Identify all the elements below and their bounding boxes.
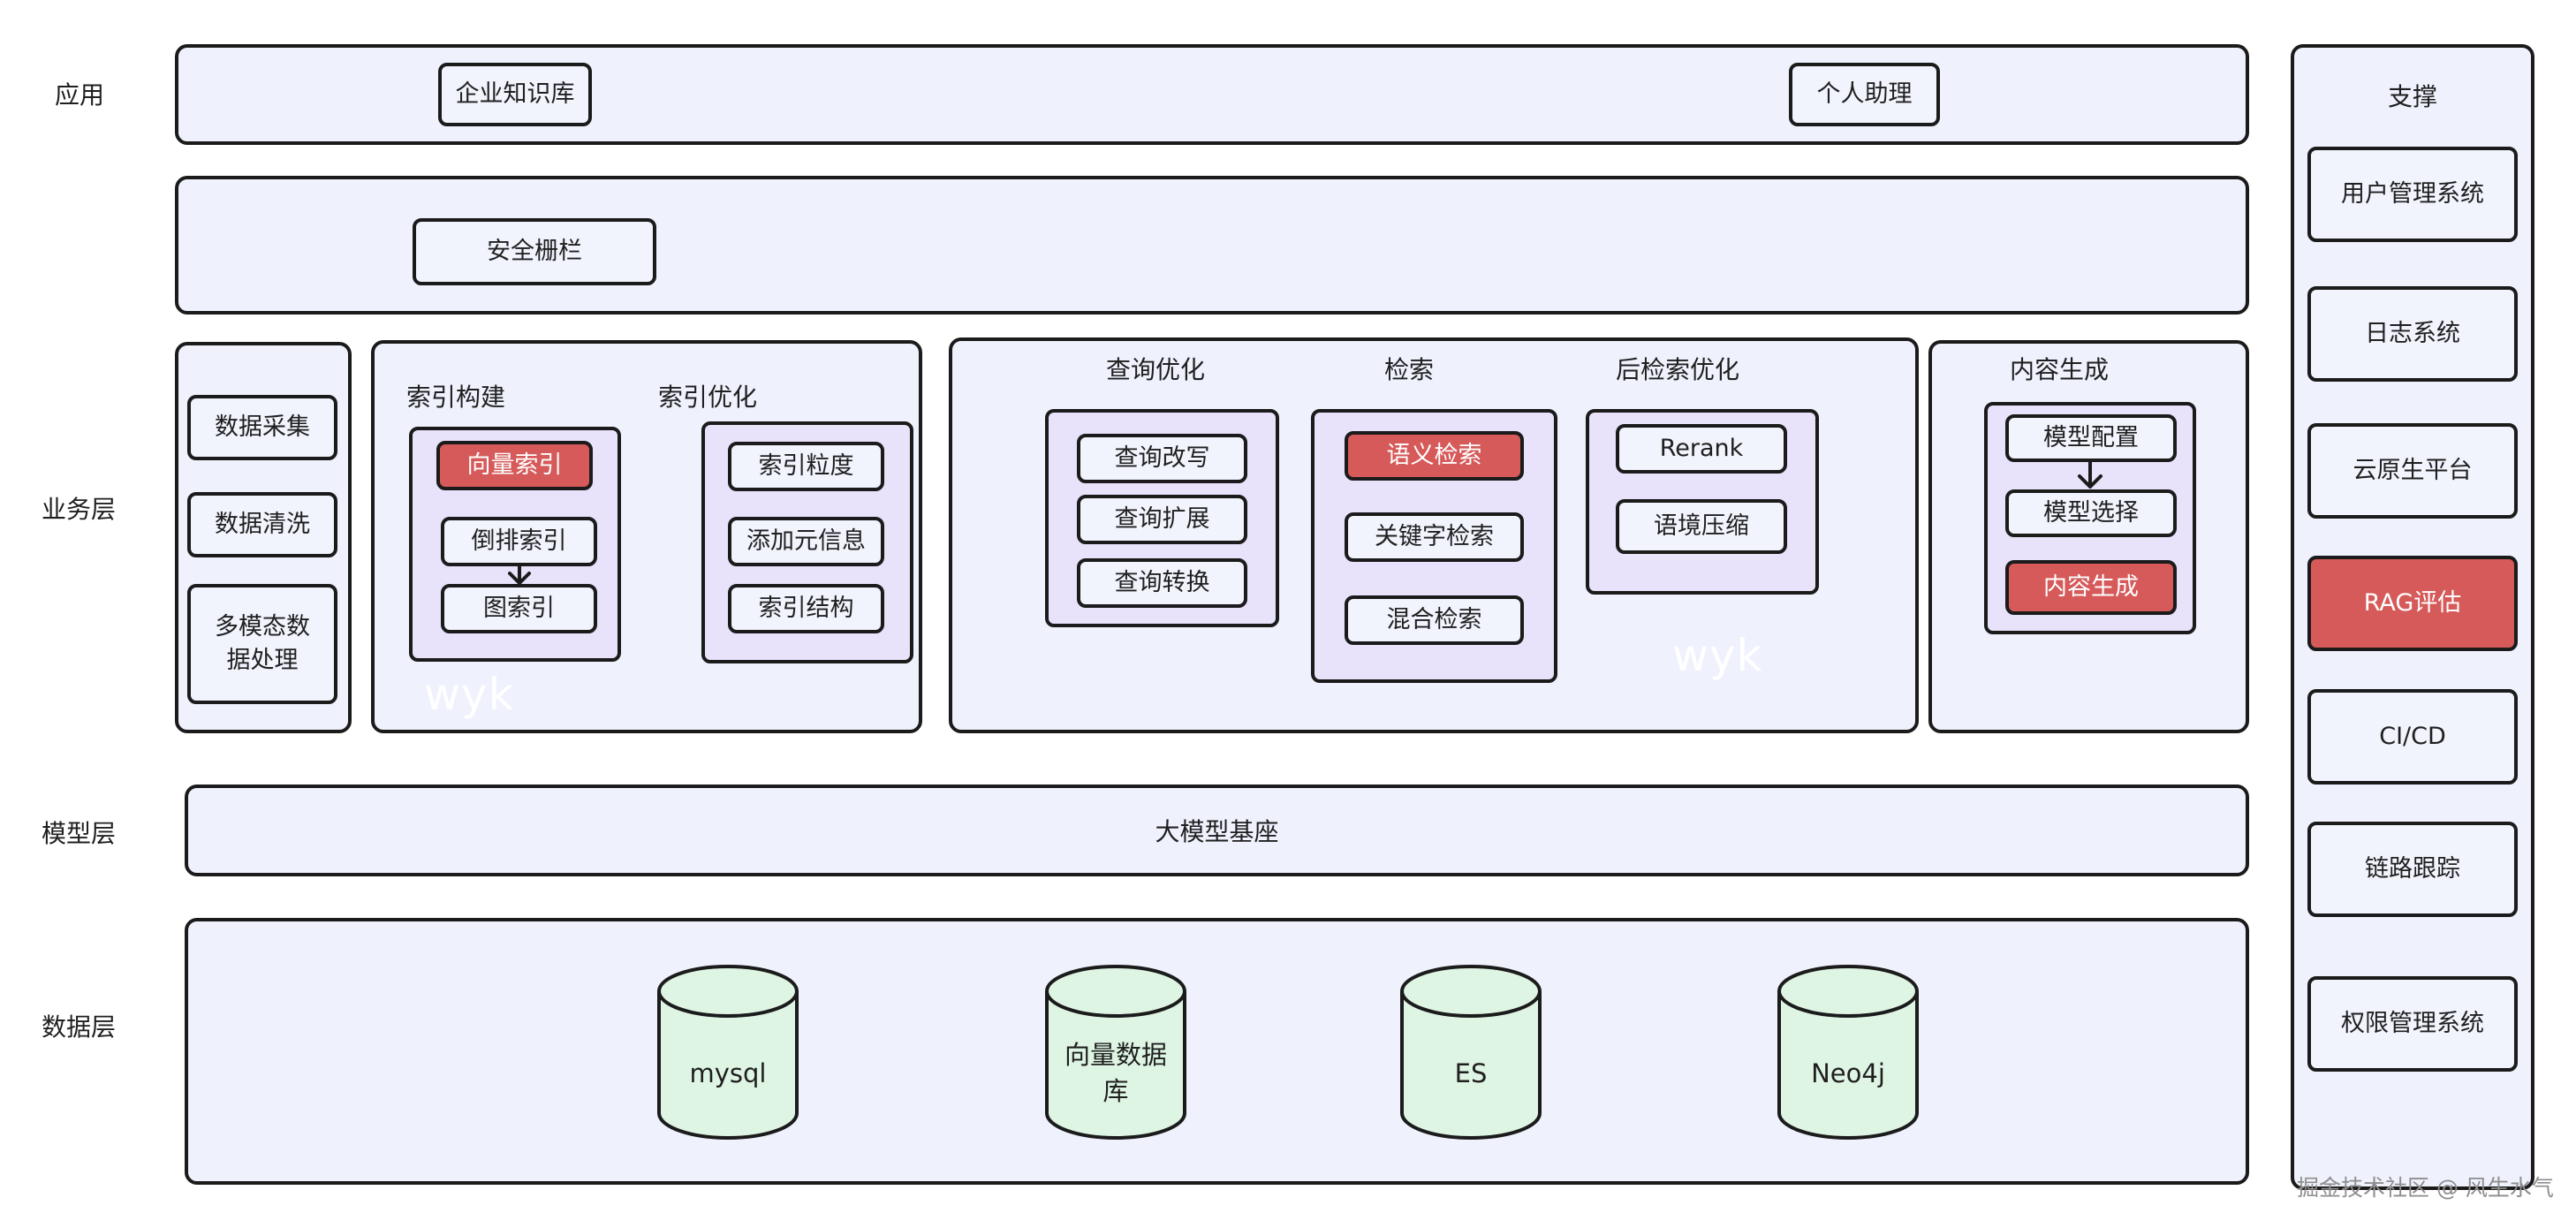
db-label-es: ES — [1454, 1057, 1488, 1088]
index-granularity-box: 索引粒度 — [728, 442, 884, 491]
row-label-model: 模型层 — [42, 819, 117, 848]
support-rag-eval: RAG评估 — [2307, 556, 2518, 651]
security-guardrail-box: 安全栅栏 — [413, 218, 656, 285]
query-transform-box: 查询转换 — [1077, 558, 1247, 608]
db-label-mysql: mysql — [689, 1057, 767, 1088]
model-select-box: 模型选择 — [2005, 489, 2177, 537]
support-title: 支撑 — [2388, 82, 2438, 111]
credit-watermark: 掘金技术社区 @ 风生水气 — [2297, 1175, 2554, 1201]
database-icon-vector-db — [1045, 965, 1186, 1140]
support-cicd: CI/CD — [2307, 689, 2518, 785]
db-label-vector-db: 向量数据库 — [1064, 1040, 1167, 1106]
query-rewrite-box: 查询改写 — [1077, 434, 1247, 483]
multimodal-processing-box: 多模态数据处理 — [187, 584, 337, 704]
context-compress-box: 语境压缩 — [1616, 499, 1787, 554]
vector-index-box: 向量索引 — [436, 441, 593, 490]
rerank-box: Rerank — [1616, 424, 1787, 474]
support-tracing: 链路跟踪 — [2307, 822, 2518, 917]
graph-index-box: 图索引 — [441, 584, 597, 633]
row-label-data: 数据层 — [42, 1012, 117, 1042]
index-watermark: wyk — [424, 669, 515, 720]
model-config-box: 模型配置 — [2005, 414, 2177, 462]
post-retrieval-title: 后检索优化 — [1616, 355, 1740, 384]
semantic-search-box: 语义检索 — [1345, 431, 1524, 481]
row-label-business: 业务层 — [42, 495, 117, 524]
database-icon-mysql — [657, 965, 799, 1140]
query-expand-box: 查询扩展 — [1077, 495, 1247, 544]
inverted-index-box: 倒排索引 — [441, 517, 597, 566]
support-cloud-native: 云原生平台 — [2307, 423, 2518, 519]
row-label-app: 应用 — [55, 80, 105, 110]
database-icon-es — [1400, 965, 1542, 1140]
search-title: 检索 — [1384, 355, 1435, 384]
add-metadata-box: 添加元信息 — [728, 517, 884, 566]
content-generation-box: 内容生成 — [2005, 560, 2177, 615]
db-label-neo4j: Neo4j — [1811, 1057, 1885, 1088]
enterprise-kb-box: 企业知识库 — [438, 63, 592, 126]
index-opt-title: 索引优化 — [658, 383, 758, 412]
personal-assistant-box: 个人助理 — [1789, 63, 1940, 126]
retrieval-watermark: wyk — [1672, 630, 1763, 681]
index-build-title: 索引构建 — [406, 383, 506, 412]
arrow-inverted-to-graph — [508, 565, 531, 585]
data-clean-box: 数据清洗 — [187, 492, 337, 557]
data-collect-box: 数据采集 — [187, 395, 337, 460]
keyword-search-box: 关键字检索 — [1345, 512, 1524, 562]
model-layer-panel: 大模型基座 — [185, 785, 2249, 876]
model-base-label: 大模型基座 — [1155, 817, 1279, 846]
index-structure-box: 索引结构 — [728, 584, 884, 633]
support-user-mgmt: 用户管理系统 — [2307, 147, 2518, 242]
arrow-config-to-select — [2078, 460, 2102, 489]
support-permission: 权限管理系统 — [2307, 976, 2518, 1072]
query-opt-title: 查询优化 — [1106, 355, 1206, 384]
hybrid-search-box: 混合检索 — [1345, 595, 1524, 645]
generation-title: 内容生成 — [2010, 355, 2110, 384]
database-icon-neo4j — [1777, 965, 1919, 1140]
support-logging: 日志系统 — [2307, 286, 2518, 382]
